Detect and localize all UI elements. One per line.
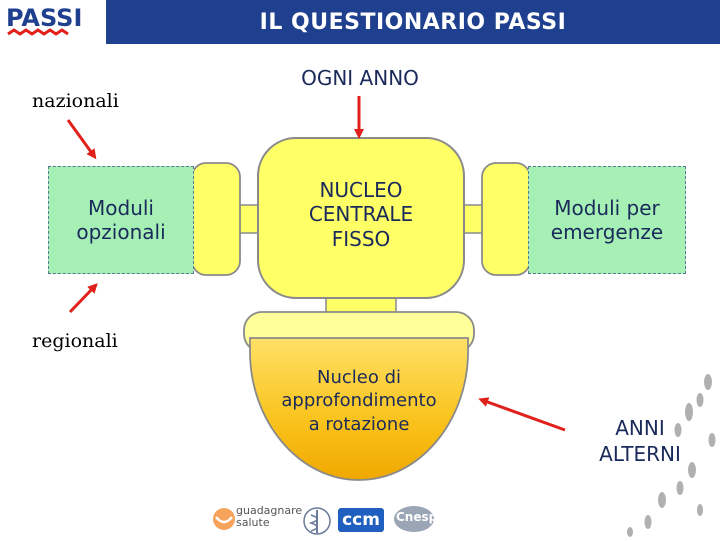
arrow-regionali bbox=[68, 283, 98, 314]
central-line-2: CENTRALE bbox=[308, 202, 414, 227]
guadagnare-salute-icon bbox=[208, 505, 240, 533]
anni-alterni-line-2: ALTERNI bbox=[599, 442, 681, 466]
ccm-logo: ccm bbox=[338, 508, 384, 532]
guadagnare-text: guadagnare bbox=[236, 504, 303, 517]
nazionali-label: nazionali bbox=[32, 90, 119, 112]
arrow-anni-alterni bbox=[478, 397, 566, 432]
left-yellow-tab bbox=[191, 162, 241, 276]
cnesps-logo: Cnesps bbox=[392, 504, 445, 534]
rotating-line-2: approfondimento bbox=[281, 390, 437, 412]
rotating-line-1: Nucleo di bbox=[316, 367, 401, 388]
emergency-modules-text: Moduli per emergenze bbox=[550, 196, 664, 244]
right-yellow-tab bbox=[481, 162, 531, 276]
arrow-nazionali bbox=[66, 119, 97, 160]
emergency-modules-box: Moduli per emergenze bbox=[528, 166, 686, 274]
guadagnare-salute-logo: guadagnare salute bbox=[236, 505, 302, 528]
central-line-3: FISSO bbox=[331, 226, 391, 251]
rotating-nucleus-bowl bbox=[249, 337, 469, 481]
logo-text: PASSI bbox=[6, 4, 82, 32]
optional-modules-text: Moduli opzionali bbox=[76, 196, 166, 244]
central-nucleus-text: NUCLEO CENTRALE FISSO bbox=[262, 178, 460, 251]
cnesps-text: Cnesps bbox=[396, 510, 445, 524]
passi-logo: PASSI bbox=[0, 0, 106, 44]
salute-text: salute bbox=[236, 515, 270, 529]
anni-alterni-line-1: ANNI bbox=[615, 416, 665, 440]
optional-modules-box: Moduli opzionali bbox=[48, 166, 194, 274]
regionali-label: regionali bbox=[32, 330, 118, 352]
ogni-anno-label: OGNI ANNO bbox=[301, 66, 419, 90]
anni-alterni-label: ANNI ALTERNI bbox=[585, 415, 695, 467]
logo-wave-icon bbox=[7, 28, 69, 36]
passi-logo-graphic: PASSI bbox=[6, 4, 82, 36]
rotating-nucleus-text: Nucleo di approfondimento a rotazione bbox=[252, 366, 466, 436]
caduceus-icon bbox=[302, 505, 332, 537]
footprints-decoration bbox=[627, 374, 716, 537]
page-title: IL QUESTIONARIO PASSI bbox=[106, 0, 720, 44]
central-line-1: NUCLEO bbox=[319, 178, 403, 202]
rotating-line-3: a rotazione bbox=[308, 413, 410, 435]
